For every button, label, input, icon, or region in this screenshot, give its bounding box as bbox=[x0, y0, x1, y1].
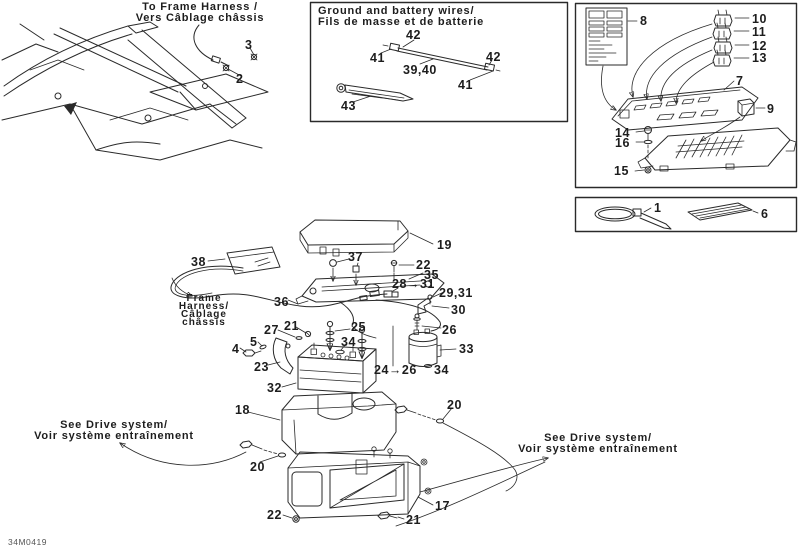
callout-42a: 42 bbox=[406, 28, 421, 42]
callout-8: 8 bbox=[640, 14, 648, 28]
callout-6: 6 bbox=[761, 207, 769, 221]
note-see-drive-left-line1: See Drive system/ bbox=[60, 419, 168, 431]
callout-11: 11 bbox=[752, 25, 767, 39]
callout-27: 27 bbox=[264, 323, 279, 337]
callout-10: 10 bbox=[752, 12, 767, 26]
note-frame-harness: Frame Harness/ Câblage châssis bbox=[166, 293, 242, 328]
callout-15: 15 bbox=[614, 164, 629, 178]
callout-1: 1 bbox=[654, 201, 662, 215]
callout-28-31: 28→31 bbox=[392, 277, 435, 291]
callout-43: 43 bbox=[341, 99, 356, 113]
note-see-drive-right-line1: See Drive system/ bbox=[544, 432, 652, 444]
note-frame-harness-line4: châssis bbox=[182, 317, 226, 328]
callout-7: 7 bbox=[736, 74, 744, 88]
note-frame-harness-line3: Câblage bbox=[181, 309, 227, 320]
callout-22b: 22 bbox=[267, 508, 282, 522]
callout-22a: 22 bbox=[416, 258, 431, 272]
note-frame-harness-line1: Frame bbox=[186, 293, 222, 304]
callout-9: 9 bbox=[767, 102, 775, 116]
callout-41b: 41 bbox=[458, 78, 473, 92]
callout-20b: 20 bbox=[250, 460, 265, 474]
note-ground-wires-title: Ground and battery wires/ Fils de masse … bbox=[318, 6, 484, 28]
hardware-panel bbox=[574, 196, 798, 233]
callout-21a: 21 bbox=[284, 319, 299, 333]
callout-36: 36 bbox=[274, 295, 289, 309]
note-frame-harness-line2: Harness/ bbox=[178, 301, 230, 312]
callout-4: 4 bbox=[232, 342, 240, 356]
callout-33: 33 bbox=[459, 342, 474, 356]
fuse-box-panel bbox=[574, 2, 798, 189]
sheet-code: 34M0419 bbox=[8, 537, 47, 547]
callout-17: 17 bbox=[435, 499, 450, 513]
callout-21b: 21 bbox=[406, 513, 421, 527]
frame-drawing bbox=[1, 21, 269, 161]
note-to-frame-harness-line1: To Frame Harness / bbox=[142, 1, 258, 13]
callout-29-31: 29,31 bbox=[439, 286, 473, 300]
note-see-drive-left: See Drive system/ Voir système entraînem… bbox=[14, 420, 214, 442]
fuse-icons bbox=[712, 9, 733, 67]
callout-37: 37 bbox=[348, 250, 363, 264]
callout-5: 5 bbox=[250, 335, 258, 349]
callout-18: 18 bbox=[235, 403, 250, 417]
note-see-drive-left-line2: Voir système entraînement bbox=[34, 430, 194, 442]
note-to-frame-harness: To Frame Harness / Vers Câblage châssis bbox=[118, 2, 282, 24]
note-ground-wires-line2: Fils de masse et de batterie bbox=[318, 16, 485, 28]
callout-24-26: 24→26 bbox=[374, 363, 417, 377]
note-ground-wires-line1: Ground and battery wires/ bbox=[318, 5, 475, 17]
callout-34b: 34 bbox=[434, 363, 449, 377]
exploded-view bbox=[120, 219, 548, 527]
callout-38: 38 bbox=[191, 255, 206, 269]
callout-25: 25 bbox=[351, 320, 366, 334]
callout-34a: 34 bbox=[341, 335, 356, 349]
callout-32: 32 bbox=[267, 381, 282, 395]
note-see-drive-right-line2: Voir système entraînement bbox=[518, 443, 678, 455]
callout-12: 12 bbox=[752, 39, 767, 53]
note-to-frame-harness-line2: Vers Câblage châssis bbox=[135, 12, 265, 24]
callout-14: 14 bbox=[615, 126, 630, 140]
callout-26: 26 bbox=[442, 323, 457, 337]
note-see-drive-right: See Drive system/ Voir système entraînem… bbox=[499, 433, 697, 455]
callout-13: 13 bbox=[752, 51, 767, 65]
callout-23: 23 bbox=[254, 360, 269, 374]
callout-42b: 42 bbox=[486, 50, 501, 64]
callout-3: 3 bbox=[245, 38, 253, 52]
callout-39-40: 39,40 bbox=[403, 63, 437, 77]
callout-41a: 41 bbox=[370, 51, 385, 65]
callout-16: 16 bbox=[615, 136, 630, 150]
callout-35: 35 bbox=[424, 268, 439, 282]
callout-2: 2 bbox=[236, 72, 244, 86]
callout-30: 30 bbox=[451, 303, 466, 317]
ground-wires-panel bbox=[309, 1, 569, 123]
callout-19: 19 bbox=[437, 238, 452, 252]
callout-20a: 20 bbox=[447, 398, 462, 412]
